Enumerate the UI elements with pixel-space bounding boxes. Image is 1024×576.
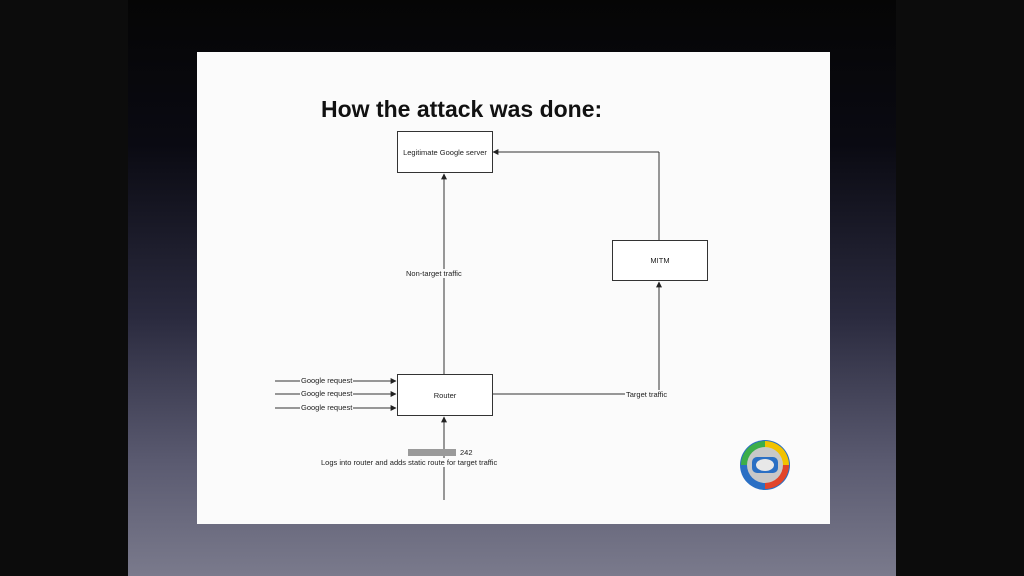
right-letterbox <box>896 0 1024 576</box>
label-google-request-2: Google request <box>300 389 354 398</box>
left-letterbox <box>0 0 128 576</box>
node-google-server: Legitimate Google server <box>397 131 493 173</box>
presentation-slide: How the attack was done: <box>197 52 830 524</box>
label-non-target-traffic: Non-target traffic <box>405 269 463 278</box>
slide-title: How the attack was done: <box>321 96 603 122</box>
node-router-label: Router <box>433 390 457 400</box>
node-router: Router <box>397 374 493 416</box>
label-target-traffic: Target traffic <box>625 390 669 399</box>
redacted-bar <box>408 449 456 456</box>
node-mitm-label: MITM <box>650 256 670 265</box>
tv-network-globe-logo-icon <box>740 440 790 490</box>
node-mitm: MITM <box>612 240 708 281</box>
label-google-request-1: Google request <box>300 376 354 385</box>
label-google-request-3: Google request <box>300 403 354 412</box>
node-google-server-label: Legitimate Google server <box>403 147 487 157</box>
label-attacker-id: 242 <box>460 448 473 457</box>
diagram-connectors <box>275 149 662 500</box>
label-attacker-action: Logs into router and adds static route f… <box>320 458 499 467</box>
